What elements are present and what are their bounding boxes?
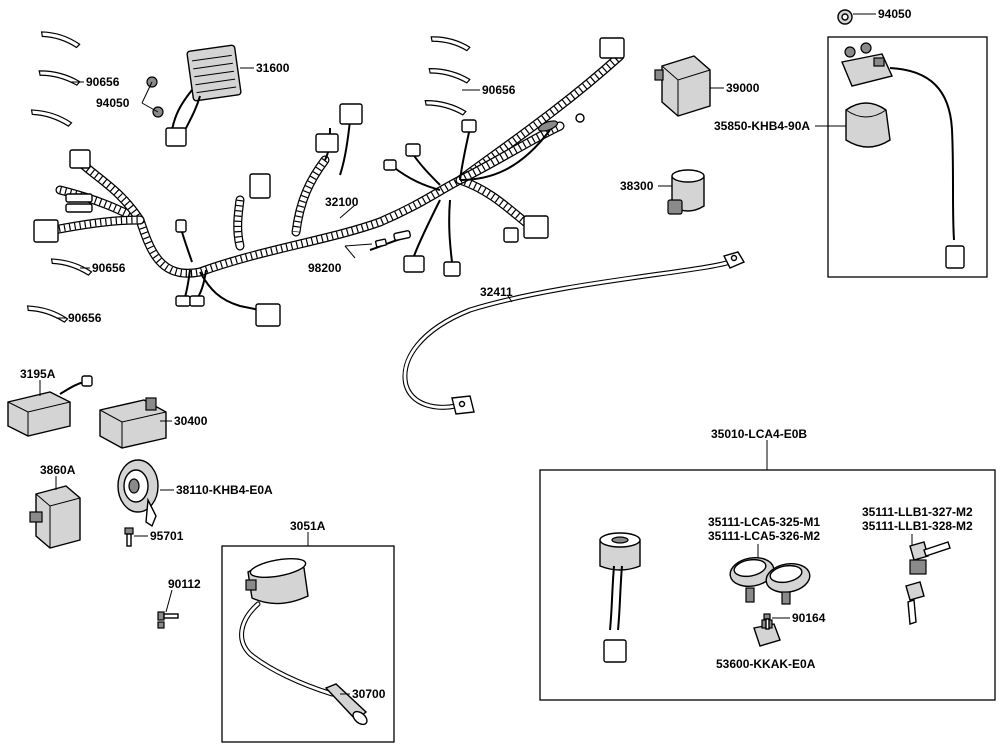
callout-3195A: 3195A [20, 367, 56, 381]
starter-relay [841, 42, 965, 269]
callout-3860A: 3860A [40, 463, 76, 477]
callout-35111-llb1-327: 35111-LLB1-327-M2 [862, 505, 973, 519]
callout-35111-llb1-328: 35111-LLB1-328-M2 [862, 519, 973, 533]
leader-94050-left [141, 81, 153, 104]
callout-38300: 38300 [620, 179, 654, 193]
resistor-38300 [667, 169, 705, 215]
ground-cable [402, 251, 746, 415]
ignition-switch-frame [539, 469, 996, 701]
seat-lock-caps [729, 556, 811, 647]
clip-band-group-b [424, 36, 471, 116]
clip-band-d [26, 305, 69, 323]
callout-32411: 32411 [480, 285, 513, 299]
regulator-3860A [29, 485, 81, 549]
main-wire-harness [33, 37, 625, 327]
relay-3195A [7, 375, 93, 437]
callout-90656-d: 90656 [68, 311, 102, 325]
callout-94050-left: 94050 [96, 96, 130, 110]
callout-30400: 30400 [174, 414, 208, 428]
bolt-90112 [157, 611, 179, 629]
callout-3051A: 3051A [290, 519, 326, 533]
callout-90112: 90112 [168, 577, 201, 591]
callout-53600: 53600-KKAK-E0A [716, 657, 816, 671]
callout-90656-a: 90656 [86, 75, 120, 89]
callout-35850: 35850-KHB4-90A [714, 119, 810, 133]
callout-35111-lca5-326: 35111-LCA5-326-M2 [708, 529, 820, 543]
leader-98200-a [344, 245, 356, 259]
starter-relay-frame [827, 36, 988, 278]
callout-32100: 32100 [325, 195, 359, 209]
leader-32411 [507, 295, 513, 303]
callout-39000: 39000 [726, 81, 760, 95]
leader-32100 [339, 204, 356, 219]
callout-35010: 35010-LCA4-E0B [711, 427, 807, 441]
regulator-rectifier [146, 44, 242, 147]
callout-35111-lca5-325: 35111-LCA5-325-M1 [708, 515, 820, 529]
ignition-coil [239, 558, 368, 726]
callout-95701: 95701 [150, 529, 184, 543]
fuse-wire [369, 230, 411, 251]
flasher-relay [654, 55, 711, 117]
ignition-coil-frame [221, 545, 395, 743]
callout-38110: 38110-KHB4-E0A [176, 483, 273, 497]
callout-90656-c: 90656 [92, 261, 126, 275]
callout-31600: 31600 [256, 61, 290, 75]
nut-94050 [837, 9, 853, 25]
leader-90112 [165, 589, 173, 613]
clip-band-c [50, 258, 93, 276]
callout-94050-top: 94050 [878, 7, 912, 21]
callout-90164: 90164 [792, 611, 826, 625]
key-set [905, 541, 951, 625]
callout-30700: 30700 [352, 687, 386, 701]
screw-90164 [763, 613, 771, 630]
ignition-switch [599, 532, 641, 663]
callout-90656-b: 90656 [482, 83, 516, 97]
horn-38110 [117, 459, 159, 528]
bolt-95701 [124, 527, 134, 547]
cdi-unit-30400 [99, 397, 167, 449]
callout-98200: 98200 [308, 261, 342, 275]
clip-band-group-a [30, 31, 81, 127]
